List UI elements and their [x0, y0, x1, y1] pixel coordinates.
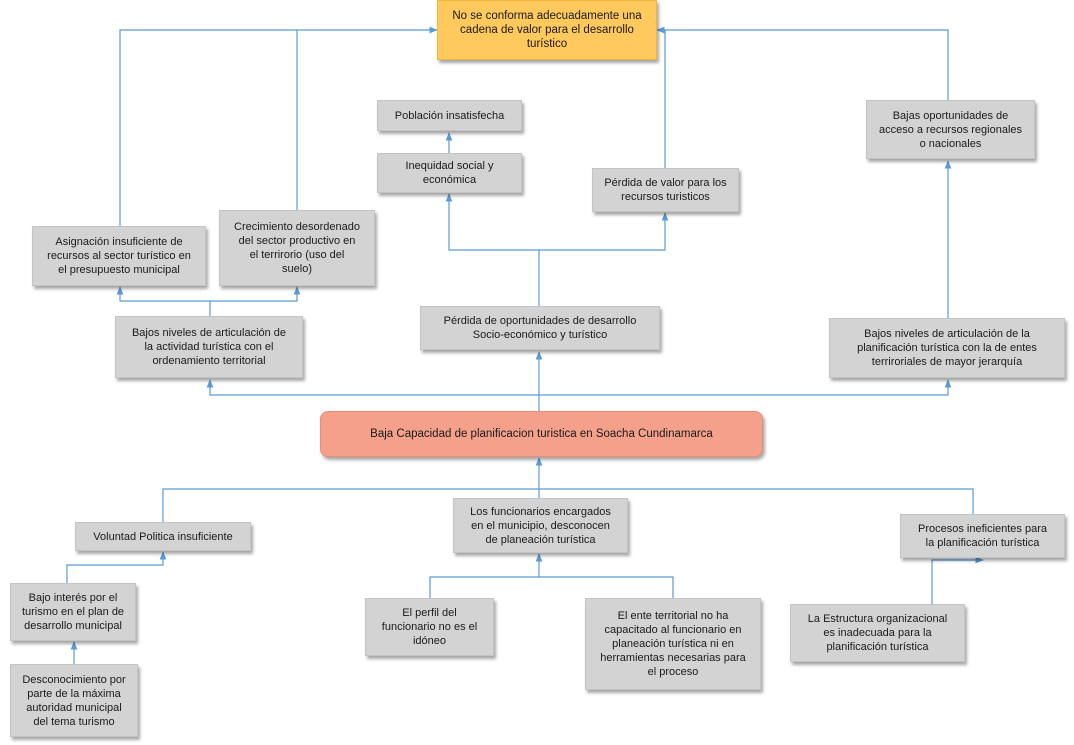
- cause-voluntad-politica: Voluntad Politica insuficiente: [75, 522, 251, 551]
- connector-voluntad-to-core: [162, 488, 974, 522]
- cause-bajo-interes: Bajo interés por el turismo en el plan d…: [10, 583, 136, 641]
- cause-procesos-ineficientes: Procesos ineficientes para la planificac…: [900, 514, 1065, 558]
- connector-core-to-bajos-ord: [206, 379, 539, 396]
- connector-core-to-bajos-plan: [539, 379, 952, 396]
- effect-bajas-oportunidades: Bajas oportunidades de acceso a recursos…: [866, 100, 1035, 159]
- effect-perdida-valor: Pérdida de valor para los recursos turis…: [592, 168, 739, 212]
- connector-split-to-asignacion: [116, 286, 210, 302]
- cause-perfil-funcionario: El perfil del funcionario no es el idóne…: [365, 598, 494, 656]
- connector-split-to-inequidad: [445, 193, 539, 251]
- connector-bajas-oportunidades-to-top: [656, 26, 949, 100]
- connector-split-to-perdida-valor: [539, 212, 669, 251]
- connector-estructura-to-procesos: [931, 556, 984, 604]
- connector-asignacion-to-top: [119, 26, 438, 226]
- cause-ente-territorial: El ente territorial no ha capacitado al …: [585, 598, 761, 690]
- effect-bajos-articulacion-planificacion: Bajos niveles de articulación de la plan…: [829, 318, 1065, 378]
- effect-poblacion-insatisfecha: Población insatisfecha: [377, 100, 522, 131]
- cause-desconocimiento-autoridad: Desconocimiento por parte de la máxima a…: [10, 664, 138, 737]
- effect-bajos-articulacion-ordenamiento: Bajos niveles de articulación de la acti…: [115, 316, 303, 378]
- effect-inequidad-social: Inequidad social y económica: [377, 153, 522, 193]
- connector-split-to-crecimiento: [210, 286, 301, 302]
- effect-no-cadena-valor: No se conforma adecuadamente una cadena …: [437, 0, 657, 60]
- effect-asignacion-insuficiente: Asignación insuficiente de recursos al s…: [32, 226, 206, 286]
- core-problem: Baja Capacidad de planificacion turistic…: [320, 411, 763, 457]
- effect-perdida-oportunidades: Pérdida de oportunidades de desarrollo S…: [420, 306, 660, 350]
- cause-estructura-organizacional: La Estructura organizacional es inadecua…: [790, 604, 965, 662]
- cause-funcionarios-desconocen: Los funcionarios encargados en el munici…: [453, 498, 628, 553]
- effect-crecimiento-desordenado: Crecimiento desordenado del sector produ…: [219, 210, 375, 286]
- connector-bajo-interes-to-voluntad: [66, 551, 167, 583]
- connector-perfil-to-funcionarios: [429, 576, 674, 598]
